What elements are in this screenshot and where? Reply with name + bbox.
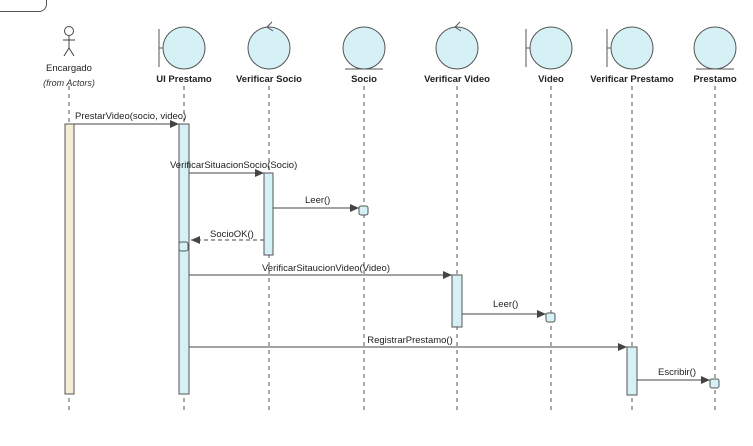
message-label-8: Escribir() — [658, 367, 696, 378]
message-label-3: Leer() — [305, 195, 330, 206]
lifeline-head-1 — [158, 26, 206, 70]
activation-prestamo — [709, 378, 720, 389]
message-label-4: SocioOK() — [210, 229, 254, 240]
lifeline-name-7: Prestamo — [693, 74, 736, 85]
actor-icon — [63, 26, 75, 57]
lifeline-name-1: UI Prestamo — [156, 74, 212, 85]
lifeline-head-2 — [247, 21, 291, 70]
lifeline-name-3: Socio — [351, 74, 377, 85]
lifeline-name-4: Verificar Video — [424, 74, 490, 85]
activation-verificar-socio — [263, 172, 274, 256]
actor-note: (from Actors) — [43, 78, 95, 88]
lifeline-head-5 — [525, 26, 573, 70]
lifeline-head-7 — [693, 26, 737, 70]
activation-verificar-prestamo — [626, 346, 638, 396]
activation-socio — [358, 205, 369, 216]
activation-ui-return — [178, 241, 189, 252]
activation-encargado — [64, 123, 75, 395]
lifeline-name-2: Verificar Socio — [236, 74, 302, 85]
activation-video — [545, 312, 556, 323]
lifeline-head-3 — [342, 26, 386, 70]
activation-ui-prestamo — [178, 123, 190, 395]
message-label-2: VerificarSituacionSocio(Socio) — [170, 160, 297, 171]
lifeline-name-5: Video — [538, 74, 564, 85]
lifeline-name-6: Verificar Prestamo — [590, 74, 674, 85]
message-label-1: PrestarVideo(socio, video) — [75, 111, 186, 122]
message-label-7: RegistrarPrestamo() — [367, 335, 453, 346]
actor-name: Encargado — [46, 63, 92, 74]
message-label-6: Leer() — [493, 299, 518, 310]
lifeline-head-6 — [606, 26, 654, 70]
message-label-5: VerificarSitaucionVideo(Video) — [262, 263, 390, 274]
activation-verificar-video — [451, 274, 463, 328]
lifeline-head-4 — [435, 21, 479, 70]
frame-tab — [0, 0, 47, 12]
